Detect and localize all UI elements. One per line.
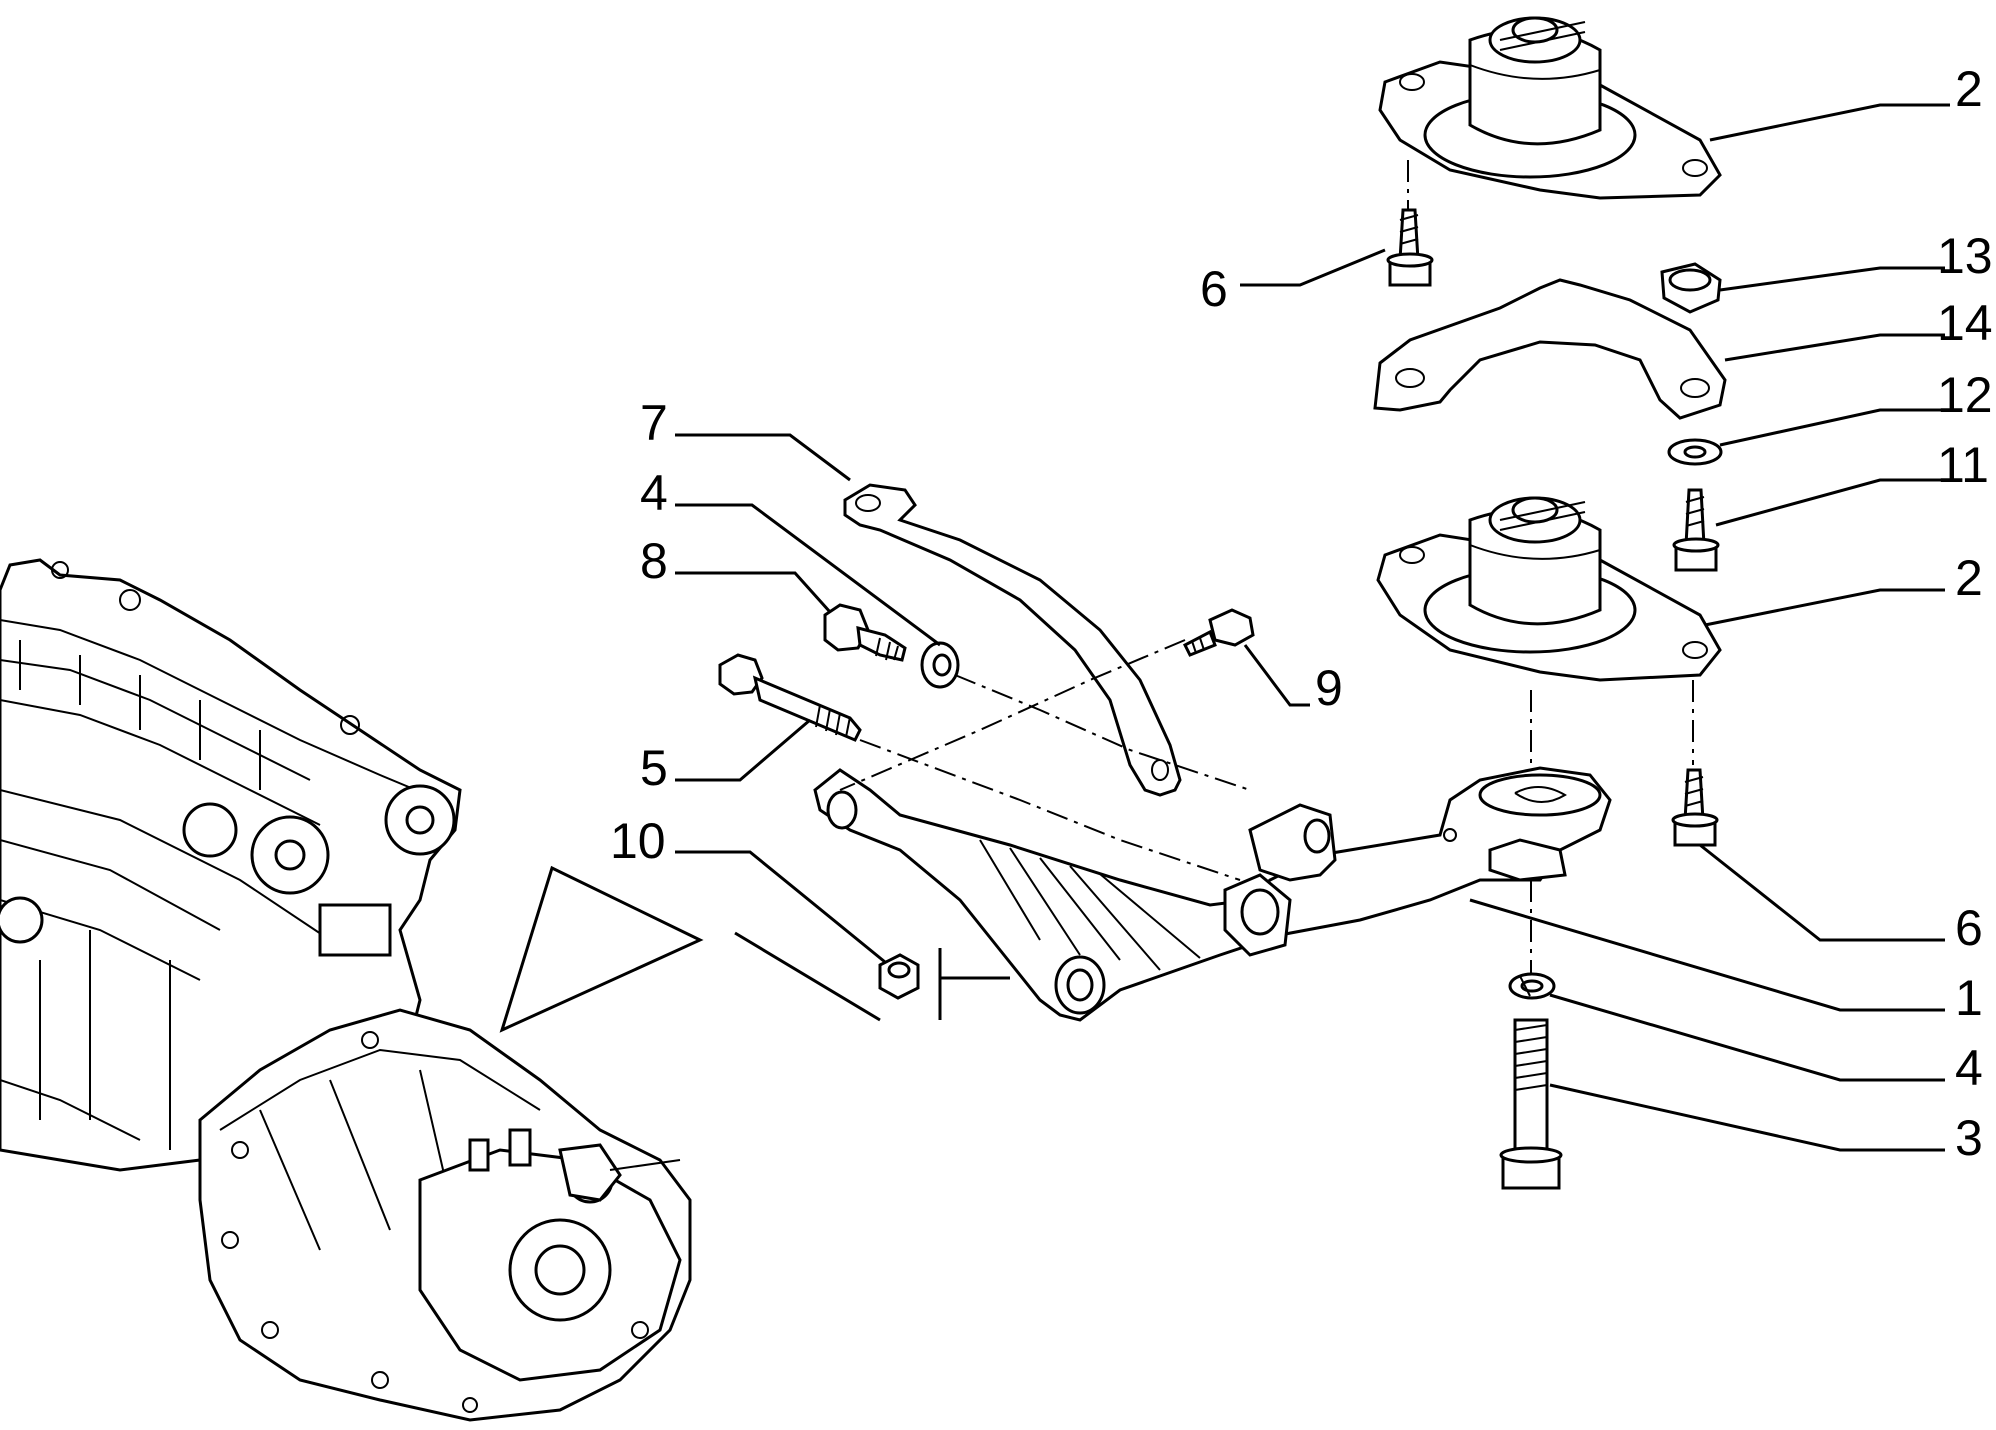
support-bracket-1 <box>813 766 1612 1022</box>
rod-7 <box>843 483 1182 797</box>
bolt-11 <box>1672 488 1720 572</box>
bolt-9 <box>1182 608 1255 657</box>
callout-1: 1 <box>1955 970 1983 1026</box>
bolt-3 <box>1499 1018 1563 1190</box>
bolt-6-lower <box>1671 768 1719 847</box>
callout-5: 5 <box>640 740 668 796</box>
callout-6-lower: 6 <box>1955 900 1983 956</box>
parts-group <box>718 16 1727 1190</box>
callout-8: 8 <box>640 533 668 589</box>
washer-12 <box>1667 438 1723 466</box>
callout-labels: 2 6 13 14 12 11 2 7 4 8 9 5 10 6 1 4 3 <box>610 61 1993 1166</box>
callout-14: 14 <box>1937 295 1993 351</box>
bolt-5 <box>718 653 862 742</box>
washer-4-lower <box>1508 972 1556 1000</box>
callout-13: 13 <box>1937 228 1993 284</box>
view-bracket-lines <box>499 865 1010 1033</box>
washer-4-upper <box>920 641 960 689</box>
callout-6-upper: 6 <box>1200 261 1228 317</box>
callout-10: 10 <box>610 813 666 869</box>
callout-12: 12 <box>1937 367 1993 423</box>
leader-lines <box>675 103 1950 1152</box>
nut-10 <box>878 953 920 1000</box>
engine-mount-lower <box>1376 496 1722 682</box>
nut-13 <box>1660 262 1722 314</box>
bolt-8 <box>823 603 907 662</box>
engine-gearbox-assembly <box>0 558 692 1422</box>
callout-4-upper: 4 <box>640 465 668 521</box>
bracket-14 <box>1373 278 1727 420</box>
callout-9: 9 <box>1315 660 1343 716</box>
callout-4-lower: 4 <box>1955 1040 1983 1096</box>
callout-3: 3 <box>1955 1110 1983 1166</box>
callout-11: 11 <box>1937 437 1989 493</box>
engine-mount-upper <box>1378 16 1722 200</box>
callout-2-lower: 2 <box>1955 550 1983 606</box>
bolt-6-upper <box>1386 208 1434 287</box>
callout-7: 7 <box>640 395 668 451</box>
callout-2-upper: 2 <box>1955 61 1983 117</box>
